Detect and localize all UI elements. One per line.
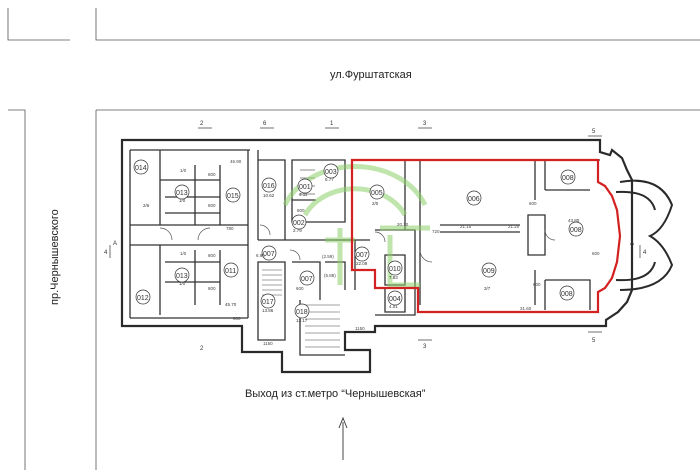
exit-label: Выход из ст.метро “Чернышевская” bbox=[245, 388, 426, 400]
room-label: 007 bbox=[263, 251, 275, 258]
svg-text:(2.59): (2.59) bbox=[322, 254, 334, 259]
dimension-notes: 1/0 1/0 800 800 800 800 46.90 780 800 60… bbox=[180, 159, 600, 346]
svg-text:780: 780 bbox=[226, 226, 234, 231]
room-label: 003 bbox=[325, 169, 337, 176]
room-label: 017 bbox=[262, 299, 274, 306]
room-area: 3/7 bbox=[484, 286, 491, 291]
building-outline bbox=[120, 138, 634, 374]
street-label-top: ул.Фурштатская bbox=[330, 69, 412, 81]
doors bbox=[159, 224, 556, 263]
room-area: 13.17 bbox=[296, 318, 308, 323]
svg-text:20.10: 20.10 bbox=[397, 222, 409, 227]
axis-label: 4 bbox=[643, 250, 647, 256]
axis-label: A bbox=[630, 241, 634, 247]
room-label: 012 bbox=[137, 295, 149, 302]
room-area: 13.86 bbox=[262, 308, 274, 313]
room-area: 2/6 bbox=[143, 203, 150, 208]
svg-text:6.95: 6.95 bbox=[256, 253, 265, 258]
svg-text:800: 800 bbox=[208, 172, 216, 177]
room-label: 014 bbox=[135, 165, 147, 172]
room-label: 007 bbox=[301, 276, 313, 283]
room-area: 2.79 bbox=[293, 228, 302, 233]
room-label: 008 bbox=[570, 227, 582, 234]
room-markers bbox=[133, 159, 584, 319]
svg-text:1150: 1150 bbox=[355, 326, 365, 331]
svg-text:800: 800 bbox=[233, 316, 241, 321]
svg-text:600: 600 bbox=[529, 201, 537, 206]
svg-text:1/0: 1/0 bbox=[180, 168, 187, 173]
axis-label: 3 bbox=[423, 344, 427, 350]
axis-label: 5 bbox=[592, 129, 596, 135]
room-label: 008 bbox=[561, 291, 573, 298]
room-area: 2/0 bbox=[372, 201, 379, 206]
room-label: 010 bbox=[389, 266, 401, 273]
room-label: 018 bbox=[296, 309, 308, 316]
svg-text:600: 600 bbox=[592, 251, 600, 256]
room-area: 45.70 bbox=[225, 302, 237, 307]
room-area: 4.01 bbox=[389, 304, 398, 309]
svg-text:800: 800 bbox=[297, 208, 305, 213]
axis-label: 3 bbox=[423, 121, 427, 127]
svg-text:(5.88): (5.88) bbox=[324, 273, 336, 278]
svg-text:800: 800 bbox=[208, 253, 216, 258]
svg-text:800: 800 bbox=[208, 286, 216, 291]
room-label: 001 bbox=[299, 184, 311, 191]
room-area: 7.83 bbox=[389, 275, 398, 280]
room-area: 22.09 bbox=[356, 261, 368, 266]
room-label: 009 bbox=[483, 268, 495, 275]
axis-label: 2 bbox=[200, 121, 204, 127]
room-label: 011 bbox=[225, 268, 236, 275]
svg-text:21.15: 21.15 bbox=[460, 224, 472, 229]
room-area: 10.62 bbox=[263, 193, 275, 198]
svg-text:600: 600 bbox=[533, 282, 541, 287]
room-label: 008 bbox=[562, 175, 574, 182]
axis-markers bbox=[109, 127, 641, 341]
street-label-left: пр.Чернышевского bbox=[49, 209, 61, 305]
room-label: 013 bbox=[176, 273, 188, 280]
axis-label: 5 bbox=[592, 338, 596, 344]
room-label: 006 bbox=[468, 196, 480, 203]
svg-text:46.90: 46.90 bbox=[230, 159, 242, 164]
room-labels: 014 2/6 013 1/0 015 016 10.62 001 6.11 0… bbox=[135, 165, 582, 323]
block-lines bbox=[7, 8, 700, 470]
room-area: 6.77 bbox=[325, 177, 334, 182]
apse bbox=[615, 179, 674, 291]
room-area: 1/0 bbox=[179, 198, 186, 203]
room-label: 004 bbox=[389, 296, 401, 303]
room-label: 016 bbox=[263, 183, 275, 190]
highlighted-area bbox=[350, 158, 622, 314]
svg-text:600: 600 bbox=[296, 286, 304, 291]
room-label: 005 bbox=[371, 190, 383, 197]
axis-label: 1 bbox=[330, 121, 334, 127]
room-label: 002 bbox=[293, 220, 305, 227]
svg-text:720: 720 bbox=[432, 229, 440, 234]
svg-text:800: 800 bbox=[208, 203, 216, 208]
axis-label: A bbox=[113, 241, 117, 247]
room-label: 007 bbox=[356, 252, 368, 259]
room-area: 43.80 bbox=[568, 218, 580, 223]
interior-walls bbox=[129, 149, 600, 356]
svg-text:1150: 1150 bbox=[263, 341, 273, 346]
exit-arrow bbox=[338, 416, 348, 460]
room-label: 015 bbox=[227, 193, 239, 200]
axis-label: 4 bbox=[104, 250, 108, 256]
svg-text:1/0: 1/0 bbox=[180, 251, 187, 256]
axis-label: 6 bbox=[263, 121, 267, 127]
room-area: 1/0 bbox=[179, 281, 186, 286]
svg-text:31.60: 31.60 bbox=[520, 306, 532, 311]
window-marks bbox=[121, 139, 567, 327]
svg-text:21.20: 21.20 bbox=[508, 224, 520, 229]
room-area: 6.11 bbox=[299, 192, 308, 197]
axis-label: 2 bbox=[200, 346, 204, 352]
room-label: 013 bbox=[176, 190, 188, 197]
